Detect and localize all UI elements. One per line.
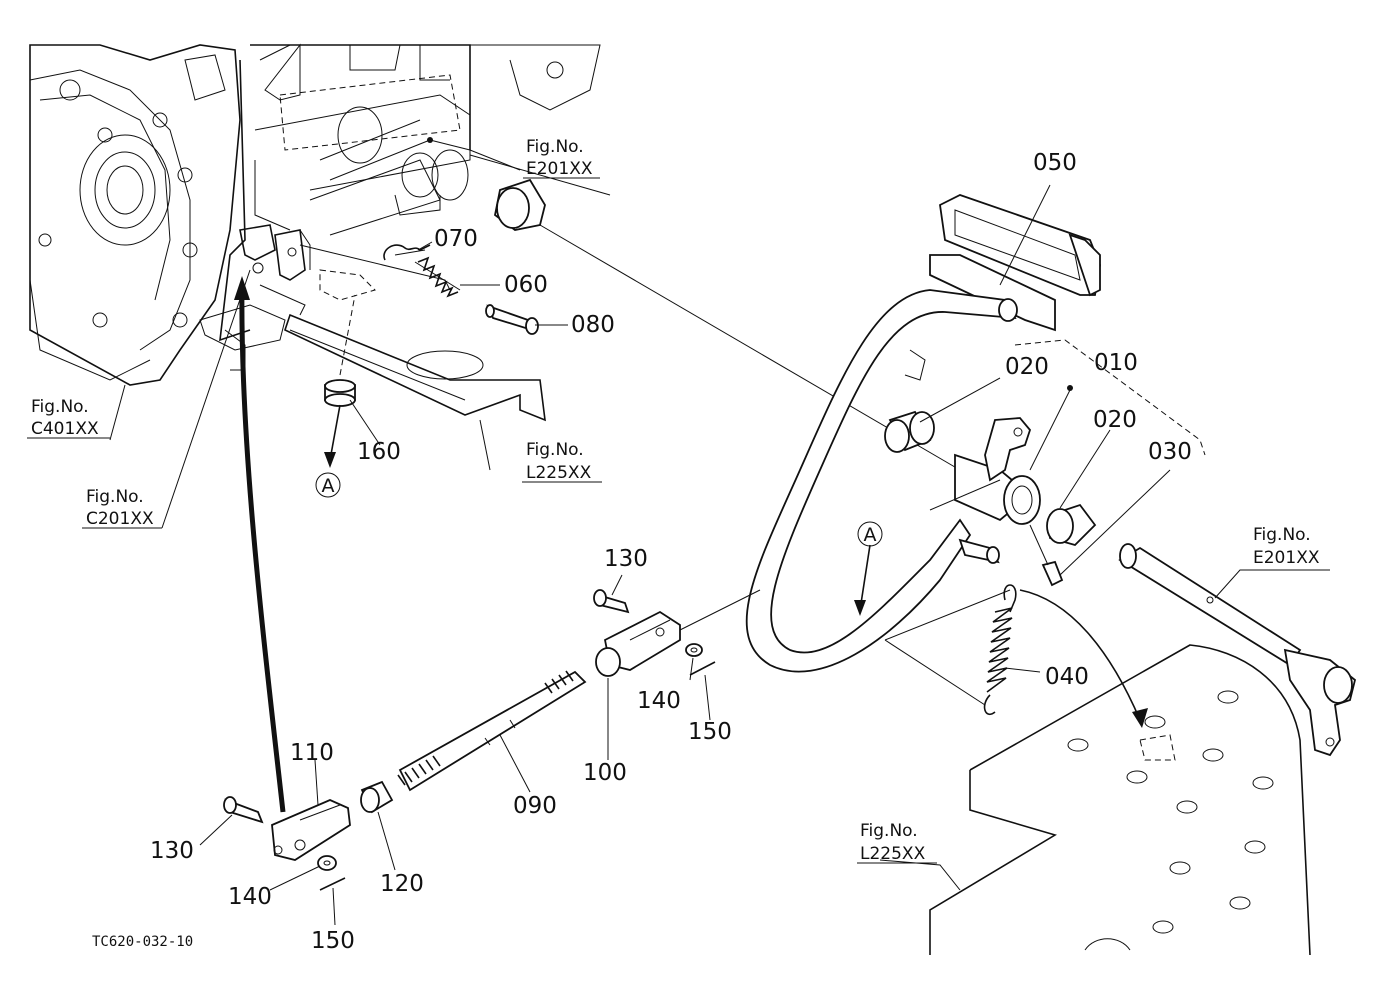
arrow-a-pedal	[854, 544, 871, 616]
washer-140-upper	[685, 643, 703, 657]
part-label-140-lower: 140	[228, 884, 272, 910]
fig-ref-e201-top-code: E201XX	[526, 159, 593, 179]
pedal-pin	[958, 538, 1000, 564]
pedal-arm-010	[745, 289, 1032, 673]
part-label-150-lower: 150	[311, 928, 355, 954]
clip-070	[383, 244, 431, 261]
cotter-150-upper	[689, 661, 716, 676]
grease-nipple-030	[1029, 524, 1064, 587]
pin-080	[485, 304, 539, 335]
clevis-110	[271, 799, 351, 861]
pin-130-lower	[223, 796, 264, 824]
shaft-right	[1118, 543, 1357, 757]
fig-ref-l225-top-label: Fig.No.	[526, 440, 584, 460]
floor-plate	[929, 644, 1311, 956]
bushing-020-right	[1003, 475, 1097, 547]
spring-060	[414, 256, 461, 298]
fig-ref-l225-bottom-code: L225XX	[860, 844, 926, 864]
rod-090	[397, 670, 587, 792]
part-label-070: 070	[434, 226, 478, 252]
transmission-housing	[29, 43, 601, 386]
part-label-150-upper: 150	[688, 719, 732, 745]
fig-underlines	[27, 177, 1330, 864]
part-label-020-left: 020	[1005, 354, 1049, 380]
part-label-130-upper: 130	[604, 546, 648, 572]
fig-ref-e201-right-label: Fig.No.	[1253, 525, 1311, 545]
pin-130-upper	[593, 589, 630, 614]
stopper-160	[324, 294, 356, 468]
part-label-030: 030	[1148, 439, 1192, 465]
fig-ref-l225-bottom-label: Fig.No.	[860, 821, 918, 841]
part-label-050: 050	[1033, 150, 1077, 176]
nut-120	[360, 780, 394, 814]
link-arrow	[234, 276, 286, 813]
cross-shaft	[469, 154, 961, 471]
part-label-160: 160	[357, 439, 401, 465]
assembly-dot	[1067, 385, 1073, 391]
svg-text:A: A	[864, 524, 877, 546]
fig-ref-c401-label: Fig.No.	[31, 397, 89, 417]
assembly-bracket-010	[1014, 339, 1206, 456]
drawing-code: TC620-032-10	[92, 934, 193, 950]
part-label-060: 060	[504, 272, 548, 298]
fig-ref-c201-code: C201XX	[86, 509, 154, 529]
marker-a-pedal: A	[857, 521, 883, 547]
return-spring-040	[884, 584, 1148, 728]
part-label-020-right: 020	[1093, 407, 1137, 433]
fig-ref-l225-top-code: L225XX	[526, 463, 592, 483]
part-label-110: 110	[290, 740, 334, 766]
marker-a-left: A	[315, 472, 341, 498]
part-label-090: 090	[513, 793, 557, 819]
bushing-020-left	[884, 410, 935, 453]
svg-text:A: A	[322, 475, 335, 497]
part-label-010: 010	[1094, 350, 1138, 376]
fig-ref-c401-code: C401XX	[31, 419, 99, 439]
step-plate-upper	[199, 269, 546, 422]
part-label-120: 120	[380, 871, 424, 897]
part-label-100: 100	[583, 760, 627, 786]
link-bracket	[274, 229, 451, 291]
clevis-100	[595, 610, 681, 677]
part-label-040: 040	[1045, 664, 1089, 690]
part-label-140-upper: 140	[637, 688, 681, 714]
part-label-130-lower: 130	[150, 838, 194, 864]
cotter-150-lower	[319, 877, 346, 891]
fig-ref-c201-label: Fig.No.	[86, 487, 144, 507]
washer-140-lower	[317, 855, 337, 871]
part-label-080: 080	[571, 312, 615, 338]
fig-ref-e201-top-label: Fig.No.	[526, 137, 584, 157]
fig-ref-e201-right-code: E201XX	[1253, 548, 1320, 568]
leader-lines	[109, 137, 1320, 926]
